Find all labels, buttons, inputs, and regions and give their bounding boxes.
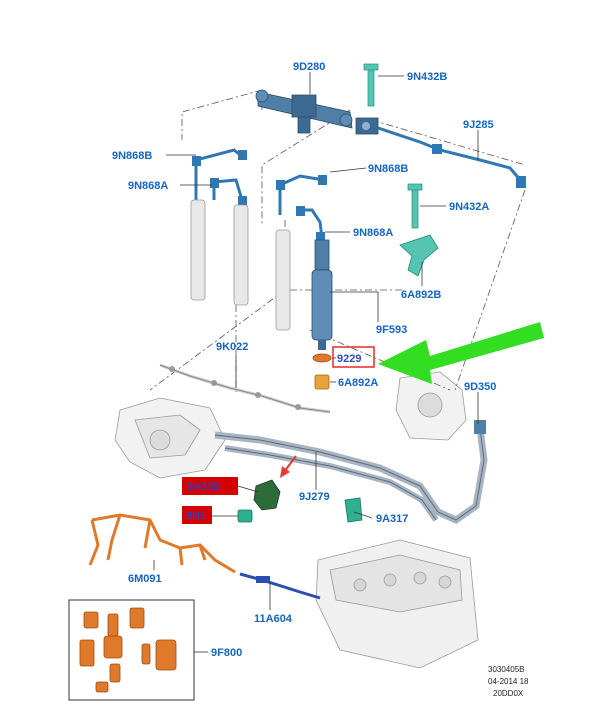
sleeve-6a892a: [314, 374, 330, 390]
red-pointer-arrow: [280, 455, 297, 478]
leader-lines: [153, 72, 479, 653]
parts-kit-box-9f800: [68, 599, 195, 701]
label-9f593: 9F593: [376, 324, 407, 336]
red-tag-9n1: [182, 506, 212, 524]
leakoff-line-9k022: [159, 363, 331, 414]
return-line-9j285: [377, 126, 526, 188]
label-9229: 9229: [337, 353, 361, 365]
label-9d280: 9D280: [293, 61, 325, 73]
label-9n432a: 9N432A: [449, 201, 489, 213]
reference-line-1: 3030405B: [488, 665, 524, 674]
highlight-box-9229: [332, 346, 375, 368]
label-9j285: 9J285: [463, 119, 494, 131]
high-pressure-pipes: [194, 148, 325, 239]
label-9d350: 9D350: [464, 381, 496, 393]
clip-9a317: [344, 497, 363, 523]
label-9n1: 9N1: [186, 510, 206, 522]
label-6a892b: 6A892B: [401, 289, 441, 301]
label-9n868a-left: 9N868A: [128, 180, 168, 192]
reference-line-2: 04-2014 18: [488, 677, 529, 686]
label-9n868b-left: 9N868B: [112, 150, 152, 162]
seal-9229: [312, 353, 332, 363]
label-9a317: 9A317: [376, 513, 408, 525]
label-11a604: 11A604: [254, 613, 293, 625]
injectors-ghosted: [190, 199, 291, 331]
reference-line-3: 20DD0X: [493, 689, 524, 698]
green-callout-arrow: [378, 322, 544, 384]
bolt-9n432b: [363, 63, 379, 107]
label-9j279: 9J279: [299, 491, 330, 503]
connector-9n1: [237, 509, 253, 523]
label-6m091: 6M091: [128, 573, 162, 585]
label-9a335: 9A335: [187, 481, 219, 493]
wiring-harness-6m091: [88, 513, 236, 574]
label-9k022: 9K022: [216, 341, 248, 353]
label-9n432b: 9N432B: [407, 71, 447, 83]
label-9n868b-mid: 9N868B: [368, 163, 408, 175]
clamp-6a892b: [399, 234, 439, 277]
label-6a892a: 6A892A: [338, 377, 378, 389]
engine-block-left: [114, 397, 226, 479]
bolt-9n432a: [407, 183, 423, 229]
injector-9f593: [311, 239, 333, 350]
fuel-lines-9j279: [214, 420, 488, 525]
label-9f800: 9F800: [211, 647, 242, 659]
cylinder-head: [315, 539, 479, 669]
wire-11a604: [239, 572, 321, 600]
label-9n868a-mid: 9N868A: [353, 227, 393, 239]
sensor-9a335: [253, 479, 281, 511]
red-tag-9a335: [182, 477, 238, 495]
fuel-rail: [255, 89, 379, 135]
pipe-fittings: [192, 150, 327, 242]
